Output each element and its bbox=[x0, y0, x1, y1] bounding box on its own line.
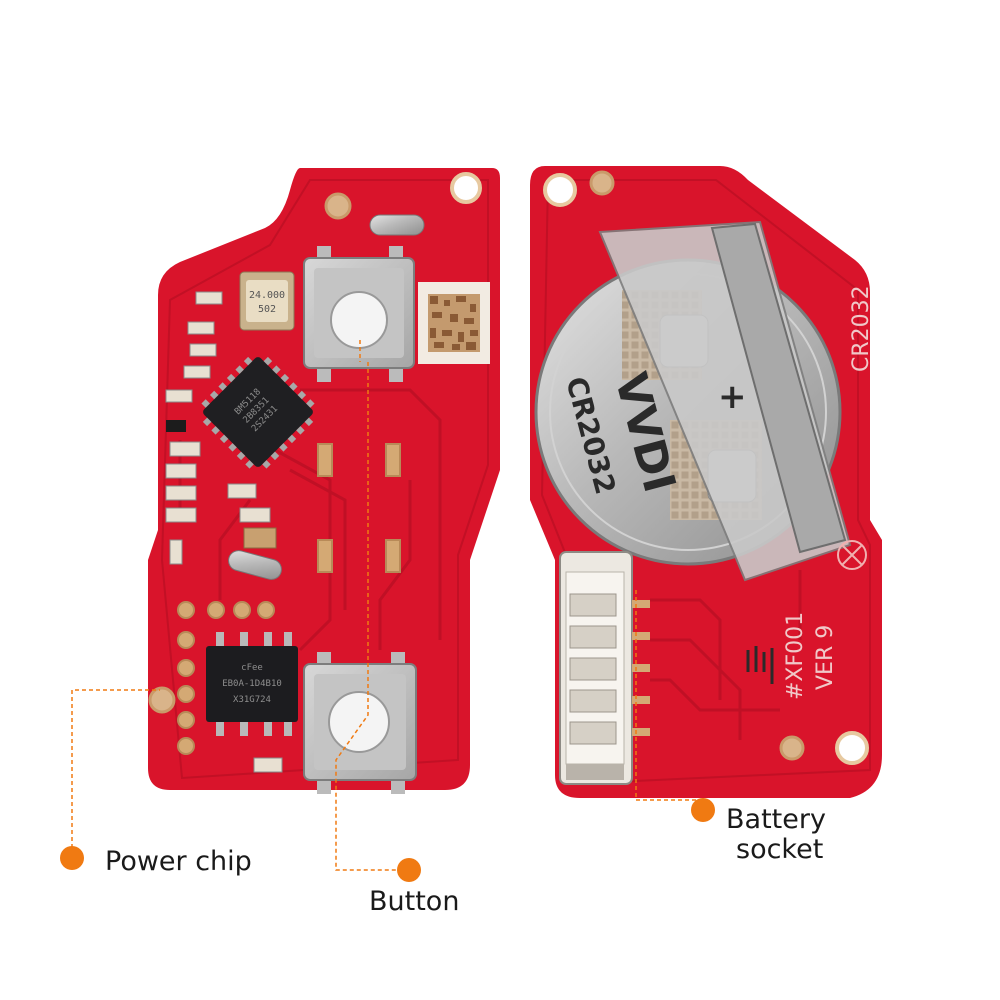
crystal-label-1: 24.000 bbox=[249, 290, 285, 301]
pad bbox=[779, 735, 805, 761]
pad bbox=[589, 170, 615, 196]
mount-hole bbox=[835, 731, 869, 765]
crystal-component: 24.000 502 bbox=[239, 271, 295, 331]
passive-components bbox=[165, 291, 283, 773]
oscillator bbox=[369, 214, 425, 236]
power-chip: cFee EB0A-1D4B10 X31G724 bbox=[206, 632, 298, 736]
power-chip-callout: Power chip bbox=[105, 846, 252, 877]
power-chip-label-1: cFee bbox=[241, 663, 263, 673]
battery-socket-callout-line2: socket bbox=[736, 834, 824, 865]
power-chip-leader bbox=[71, 689, 160, 855]
power-chip-label-2: EB0A-1D4B10 bbox=[222, 679, 282, 689]
battery-socket-dot bbox=[691, 798, 715, 822]
left-board: 24.000 502 bbox=[148, 168, 500, 794]
top-push-button bbox=[303, 246, 415, 382]
board-id-label: #XF001 bbox=[783, 612, 808, 700]
brand-logo-mark bbox=[837, 540, 867, 570]
bottom-push-button bbox=[303, 652, 417, 794]
button-dot bbox=[397, 858, 421, 882]
oscillator bbox=[228, 550, 282, 580]
callout-lines bbox=[71, 340, 700, 871]
silkscreen-mark bbox=[746, 646, 774, 684]
pad bbox=[324, 192, 352, 220]
qr-code-label bbox=[418, 282, 490, 364]
battery-socket-leader bbox=[635, 590, 700, 801]
crystal-label-2: 502 bbox=[258, 304, 276, 315]
button-callout: Button bbox=[369, 886, 460, 917]
battery-socket-callout-line1: Battery bbox=[726, 804, 826, 835]
power-chip-label-3: X31G724 bbox=[233, 695, 271, 705]
mcu-chip bbox=[201, 356, 315, 469]
right-board: CR2032 VVDI CR2032 + bbox=[530, 166, 882, 798]
version-label: VER 9 bbox=[813, 625, 838, 690]
callout-dots bbox=[60, 798, 715, 882]
pad bbox=[148, 686, 176, 714]
test-pads bbox=[177, 443, 401, 755]
plus-symbol: + bbox=[718, 377, 747, 417]
mount-hole bbox=[450, 172, 482, 204]
button-leader bbox=[335, 340, 405, 871]
power-chip-dot bbox=[60, 846, 84, 870]
mount-hole bbox=[543, 173, 577, 207]
battery-type-label: CR2032 bbox=[849, 285, 874, 372]
battery-socket-connector bbox=[559, 551, 650, 785]
